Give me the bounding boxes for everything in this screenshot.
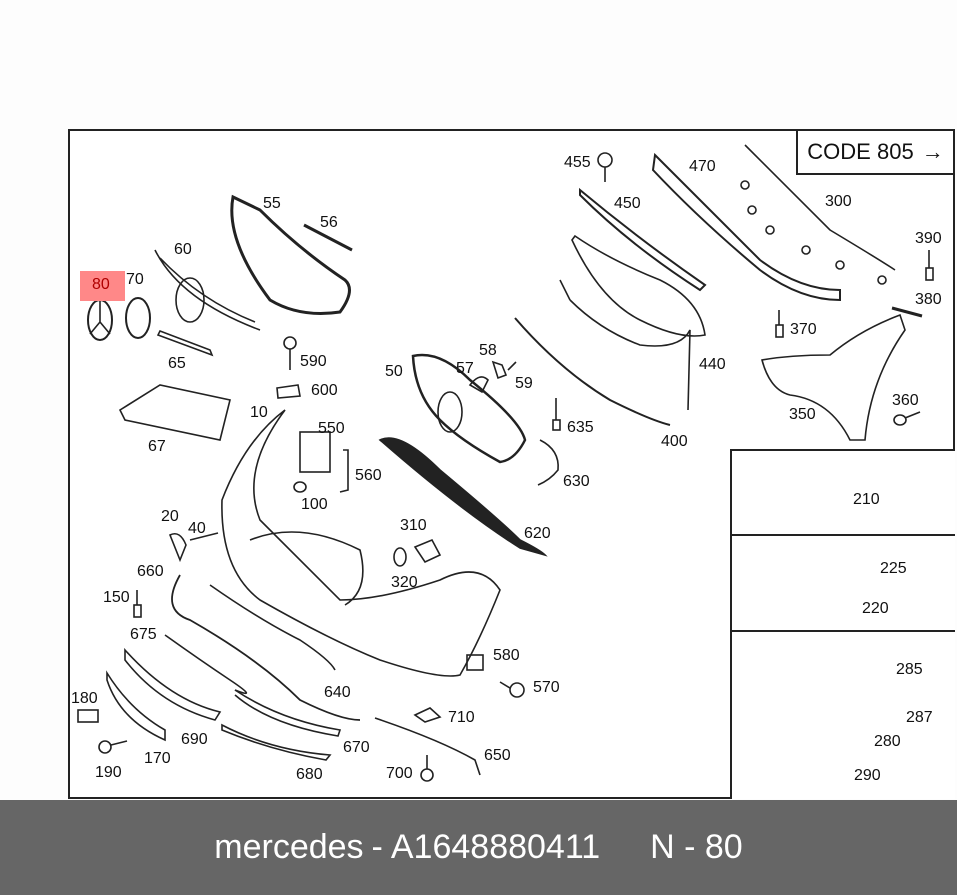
- arrow-right-icon: →: [921, 139, 944, 164]
- part-callout-560[interactable]: 560: [355, 467, 382, 484]
- part-callout-40[interactable]: 40: [188, 520, 206, 537]
- part-callout-320[interactable]: 320: [391, 574, 418, 591]
- part-callout-400[interactable]: 400: [661, 433, 688, 450]
- part-callout-455[interactable]: 455: [564, 154, 591, 171]
- part-callout-55[interactable]: 55: [263, 195, 281, 212]
- part-callout-67[interactable]: 67: [148, 438, 166, 455]
- part-callout-70[interactable]: 70: [126, 271, 144, 288]
- part-callout-100[interactable]: 100: [301, 496, 328, 513]
- part-callout-285[interactable]: 285: [896, 661, 923, 678]
- part-callout-440[interactable]: 440: [699, 356, 726, 373]
- part-callout-280[interactable]: 280: [874, 733, 901, 750]
- code-805-reference[interactable]: CODE 805 →: [796, 129, 955, 175]
- part-callout-660[interactable]: 660: [137, 563, 164, 580]
- part-callout-220[interactable]: 220: [862, 600, 889, 617]
- part-callout-60[interactable]: 60: [174, 241, 192, 258]
- part-number-line: mercedes - A1648880411: [214, 828, 600, 867]
- part-callout-620[interactable]: 620: [524, 525, 551, 542]
- footer-bar: mercedes - A1648880411 N - 80: [0, 800, 957, 895]
- part-callout-80[interactable]: 80: [92, 276, 110, 293]
- part-callout-20[interactable]: 20: [161, 508, 179, 525]
- part-callout-190[interactable]: 190: [95, 764, 122, 781]
- part-callout-630[interactable]: 630: [563, 473, 590, 490]
- part-callout-287[interactable]: 287: [906, 709, 933, 726]
- part-callout-700[interactable]: 700: [386, 765, 413, 782]
- part-callout-600[interactable]: 600: [311, 382, 338, 399]
- part-callout-550[interactable]: 550: [318, 420, 345, 437]
- part-callout-170[interactable]: 170: [144, 750, 171, 767]
- part-callout-590[interactable]: 590: [300, 353, 327, 370]
- part-callout-470[interactable]: 470: [689, 158, 716, 175]
- part-callout-310[interactable]: 310: [400, 517, 427, 534]
- highlighted-part-marker: [80, 271, 125, 301]
- part-callout-390[interactable]: 390: [915, 230, 942, 247]
- part-callout-58[interactable]: 58: [479, 342, 497, 359]
- part-callout-180[interactable]: 180: [71, 690, 98, 707]
- part-callout-450[interactable]: 450: [614, 195, 641, 212]
- part-callout-670[interactable]: 670: [343, 739, 370, 756]
- position-label: N - 80: [650, 828, 743, 866]
- inset-panel-280-290: [730, 630, 955, 799]
- part-callout-380[interactable]: 380: [915, 291, 942, 308]
- part-callout-690[interactable]: 690: [181, 731, 208, 748]
- part-callout-50[interactable]: 50: [385, 363, 403, 380]
- part-callout-225[interactable]: 225: [880, 560, 907, 577]
- part-callout-65[interactable]: 65: [168, 355, 186, 372]
- part-callout-350[interactable]: 350: [789, 406, 816, 423]
- part-callout-290[interactable]: 290: [854, 767, 881, 784]
- inset-panel-210: [730, 449, 955, 536]
- part-callout-210[interactable]: 210: [853, 491, 880, 508]
- inset-panel-220-225: [730, 534, 955, 632]
- part-callout-635[interactable]: 635: [567, 419, 594, 436]
- part-callout-10[interactable]: 10: [250, 404, 268, 421]
- part-number: A1648880411: [390, 828, 601, 866]
- part-callout-570[interactable]: 570: [533, 679, 560, 696]
- brand-name: mercedes: [214, 828, 364, 866]
- part-callout-300[interactable]: 300: [825, 193, 852, 210]
- code-label: CODE 805: [807, 139, 914, 164]
- part-callout-580[interactable]: 580: [493, 647, 520, 664]
- part-callout-150[interactable]: 150: [103, 589, 130, 606]
- part-callout-680[interactable]: 680: [296, 766, 323, 783]
- part-callout-710[interactable]: 710: [448, 709, 475, 726]
- part-callout-59[interactable]: 59: [515, 375, 533, 392]
- part-callout-640[interactable]: 640: [324, 684, 351, 701]
- part-callout-57[interactable]: 57: [456, 360, 474, 377]
- part-callout-370[interactable]: 370: [790, 321, 817, 338]
- part-callout-360[interactable]: 360: [892, 392, 919, 409]
- part-callout-56[interactable]: 56: [320, 214, 338, 231]
- separator: -: [371, 828, 383, 866]
- part-callout-675[interactable]: 675: [130, 626, 157, 643]
- part-callout-650[interactable]: 650: [484, 747, 511, 764]
